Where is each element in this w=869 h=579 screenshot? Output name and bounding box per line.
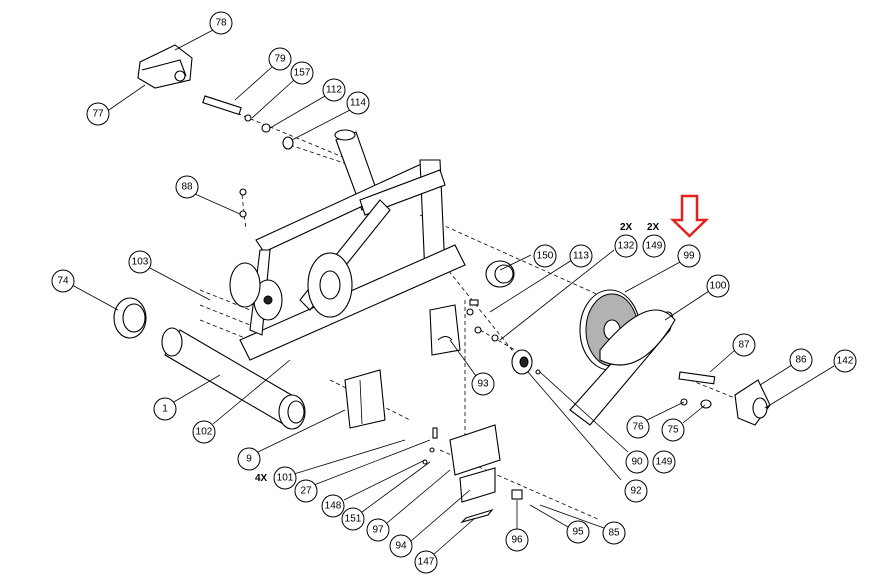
block-96: [511, 489, 523, 500]
mult-label-101: 4X: [255, 473, 268, 484]
crank-arm-100: [569, 309, 676, 426]
svg-text:149: 149: [656, 457, 673, 468]
svg-text:75: 75: [667, 425, 679, 436]
svg-text:90: 90: [631, 457, 643, 468]
callout-79[interactable]: 79: [268, 47, 292, 71]
callout-142[interactable]: 142: [833, 349, 857, 373]
callout-112[interactable]: 112: [322, 78, 346, 102]
svg-text:100: 100: [710, 281, 727, 292]
top-cap-part: [137, 44, 193, 89]
svg-text:87: 87: [738, 340, 750, 351]
callout-74[interactable]: 74: [51, 269, 75, 293]
callout-100[interactable]: 100: [706, 274, 730, 298]
callout-102[interactable]: 102: [192, 420, 216, 444]
svg-text:147: 147: [418, 557, 435, 568]
callout-78[interactable]: 78: [209, 11, 233, 35]
roller-150: [485, 260, 515, 288]
main-frame: [229, 159, 466, 361]
callout-157[interactable]: 157: [290, 61, 314, 85]
callout-93[interactable]: 93: [471, 372, 495, 396]
callout-97[interactable]: 97: [366, 518, 390, 542]
mult-label-149: 2X: [647, 222, 660, 233]
callout-76[interactable]: 76: [626, 415, 650, 439]
svg-text:95: 95: [572, 527, 584, 538]
callout-149-top[interactable]: 149: [642, 234, 666, 258]
callout-132[interactable]: 132: [614, 234, 638, 258]
svg-text:114: 114: [350, 98, 366, 109]
svg-text:85: 85: [608, 528, 620, 539]
svg-text:102: 102: [196, 427, 213, 438]
svg-text:157: 157: [294, 68, 311, 79]
svg-text:94: 94: [395, 541, 407, 552]
svg-text:86: 86: [795, 355, 807, 366]
svg-text:99: 99: [683, 251, 695, 262]
callout-94[interactable]: 94: [389, 534, 413, 558]
svg-text:76: 76: [632, 422, 644, 433]
svg-text:9: 9: [246, 454, 252, 465]
callout-90[interactable]: 90: [625, 450, 649, 474]
pedal-cover-86: [734, 379, 771, 426]
svg-text:1: 1: [162, 404, 168, 415]
callout-148[interactable]: 148: [321, 494, 345, 518]
svg-text:113: 113: [573, 251, 589, 262]
end-cap-74: [113, 297, 147, 339]
bearing-92: [511, 349, 533, 375]
svg-text:112: 112: [326, 85, 342, 96]
callout-85[interactable]: 85: [602, 521, 626, 545]
svg-text:88: 88: [181, 182, 193, 193]
svg-text:79: 79: [274, 54, 286, 65]
svg-text:101: 101: [277, 473, 294, 484]
highlight-arrow-icon: [669, 194, 710, 238]
svg-text:27: 27: [300, 486, 312, 497]
svg-text:150: 150: [537, 251, 554, 262]
stabilizer-tube-1: [161, 327, 306, 430]
callout-96[interactable]: 96: [505, 528, 529, 552]
parts: [113, 44, 771, 524]
svg-text:97: 97: [372, 525, 384, 536]
axle-87: [678, 371, 716, 409]
callout-88[interactable]: 88: [175, 175, 199, 199]
callout-151[interactable]: 151: [341, 507, 365, 531]
callout-103[interactable]: 103: [128, 250, 152, 274]
svg-text:93: 93: [477, 379, 489, 390]
small-bolts: [239, 188, 541, 465]
svg-text:92: 92: [630, 486, 642, 497]
callout-86[interactable]: 86: [789, 348, 813, 372]
svg-text:149: 149: [646, 241, 663, 252]
callouts: 78 77 79 157 112 114 88 103 74 1 102 9 1…: [51, 11, 857, 574]
callout-95[interactable]: 95: [566, 520, 590, 544]
svg-text:103: 103: [132, 257, 149, 268]
callout-87[interactable]: 87: [732, 333, 756, 357]
svg-text:132: 132: [618, 241, 635, 252]
callout-27[interactable]: 27: [294, 479, 318, 503]
callout-99[interactable]: 99: [677, 244, 701, 268]
svg-text:96: 96: [511, 535, 523, 546]
callout-75[interactable]: 75: [661, 418, 685, 442]
multiplier-labels: 2X 2X 4X: [255, 222, 660, 484]
callout-1[interactable]: 1: [153, 397, 177, 421]
control-box-94: [449, 424, 501, 524]
callout-101[interactable]: 101: [273, 466, 297, 490]
callout-9[interactable]: 9: [237, 447, 261, 471]
bracket-9: [344, 369, 386, 429]
mult-label-132: 2X: [620, 222, 633, 233]
leader-lines: [71, 29, 835, 556]
callout-149[interactable]: 149: [652, 450, 676, 474]
callout-150[interactable]: 150: [533, 244, 557, 268]
callout-114[interactable]: 114: [346, 91, 370, 115]
plate-93: [429, 304, 461, 356]
svg-text:78: 78: [215, 18, 227, 29]
callout-147[interactable]: 147: [414, 550, 438, 574]
callout-113[interactable]: 113: [569, 244, 593, 268]
svg-text:74: 74: [57, 276, 69, 287]
bolt-79: [202, 95, 294, 150]
callout-77[interactable]: 77: [86, 102, 110, 126]
callout-92[interactable]: 92: [624, 479, 648, 503]
svg-text:148: 148: [325, 501, 342, 512]
svg-text:151: 151: [345, 514, 362, 525]
svg-text:142: 142: [837, 356, 854, 367]
svg-text:77: 77: [92, 109, 104, 120]
